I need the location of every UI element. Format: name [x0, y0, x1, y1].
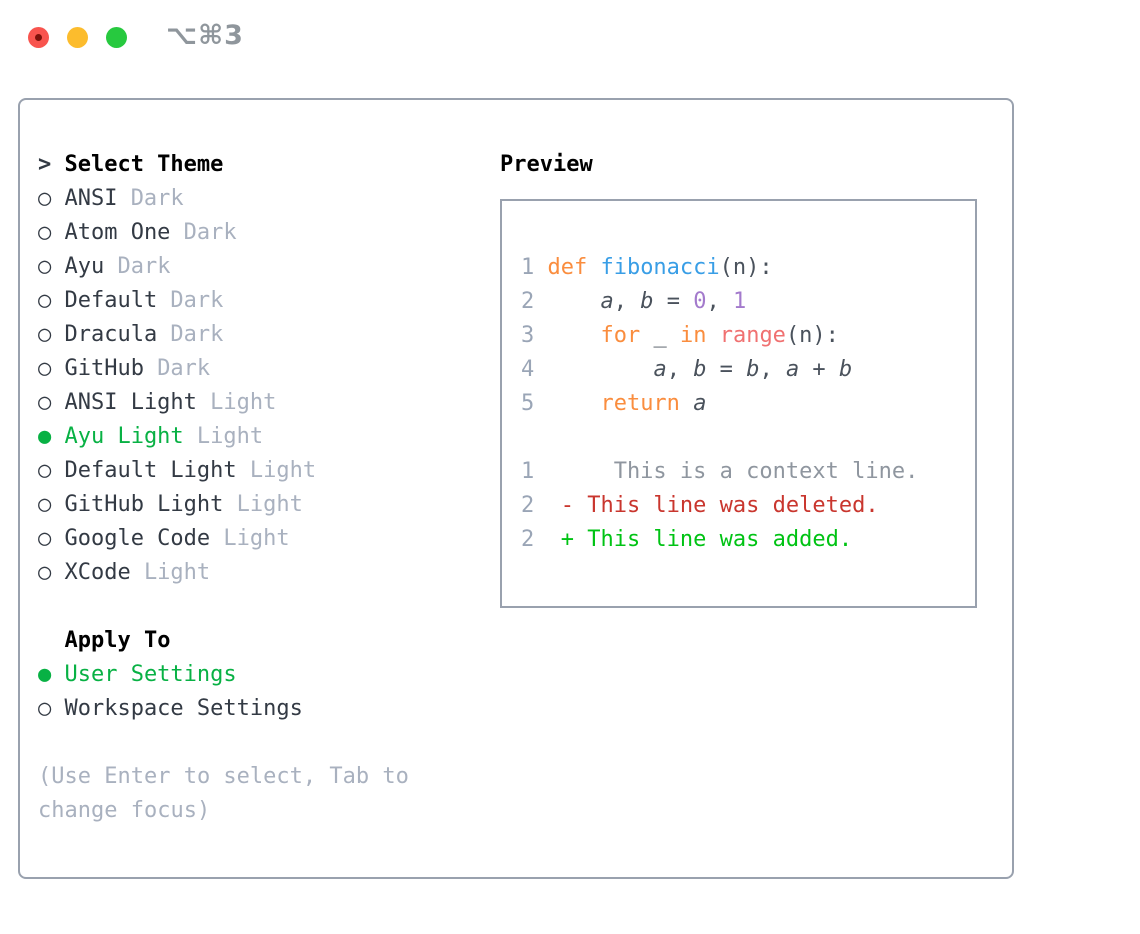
radio-unselected-icon: ○	[38, 356, 52, 381]
code-line: 3 for _ in range(n):	[521, 319, 975, 353]
theme-name: Google Code	[64, 526, 211, 551]
line-number: 2	[521, 493, 535, 518]
theme-name: GitHub	[64, 356, 144, 381]
theme-option-github-light[interactable]: ○ GitHub Light Light	[38, 488, 409, 522]
radio-selected-icon: ●	[38, 662, 52, 687]
line-number: 3	[521, 323, 535, 348]
theme-option-dracula-dark[interactable]: ○ Dracula Dark	[38, 318, 409, 352]
apply-option-user-settings[interactable]: ● User Settings	[38, 658, 409, 692]
theme-variant: Light	[143, 560, 211, 585]
apply-to-header: Apply To	[38, 624, 409, 658]
theme-option-google-code[interactable]: ○ Google Code Light	[38, 522, 409, 556]
theme-option-ayu-dark[interactable]: ○ Ayu Dark	[38, 250, 409, 284]
diff-text: This is a context line.	[547, 459, 919, 484]
theme-option-ansi-dark[interactable]: ○ ANSI Dark	[38, 182, 409, 216]
keyboard-hint-line-1: (Use Enter to select, Tab to	[38, 764, 409, 789]
line-number: 1	[521, 255, 535, 280]
code-line: 4 a, b = b, a + b	[521, 353, 975, 387]
minimize-button[interactable]	[67, 27, 88, 48]
code-text: return a	[600, 391, 707, 416]
theme-name: ANSI	[64, 186, 118, 211]
diff-context-line: 1 This is a context line.	[521, 455, 975, 489]
theme-option-ansi-light[interactable]: ○ ANSI Light Light	[38, 386, 409, 420]
theme-name: Atom One	[64, 220, 171, 245]
diff-text: + This line was added.	[547, 527, 853, 552]
radio-unselected-icon: ○	[38, 390, 52, 415]
theme-variant: Light	[236, 492, 303, 517]
code-text: for _ in range(n):	[600, 323, 839, 348]
theme-variant: Light	[196, 424, 264, 449]
spacer	[38, 590, 409, 624]
window-title: ⌥⌘3	[166, 20, 244, 51]
theme-variant: Dark	[130, 186, 184, 211]
close-button[interactable]	[28, 27, 49, 48]
prompt-caret: >	[38, 152, 52, 177]
radio-unselected-icon: ○	[38, 696, 52, 721]
radio-unselected-icon: ○	[38, 526, 52, 551]
line-number: 5	[521, 391, 535, 416]
code-line: 2 a, b = 0, 1	[521, 285, 975, 319]
theme-option-default-dark[interactable]: ○ Default Dark	[38, 284, 409, 318]
code-text: def fibonacci(n):	[547, 255, 773, 280]
spacer	[38, 726, 409, 760]
radio-unselected-icon: ○	[38, 254, 52, 279]
radio-selected-icon: ●	[38, 424, 52, 449]
theme-option-ayu-light[interactable]: ● Ayu Light Light	[38, 420, 409, 454]
radio-unselected-icon: ○	[38, 288, 52, 313]
apply-option-label: Workspace Settings	[64, 696, 303, 721]
theme-name: XCode	[64, 560, 131, 585]
theme-name: GitHub Light	[64, 492, 224, 517]
theme-variant: Dark	[170, 322, 224, 347]
theme-variant: Dark	[157, 356, 211, 381]
theme-name: Dracula	[64, 322, 158, 347]
theme-variant: Light	[223, 526, 290, 551]
line-number: 1	[521, 459, 535, 484]
code-line: 5 return a	[521, 387, 975, 421]
diff-added-line: 2 + This line was added.	[521, 523, 975, 557]
line-number: 2	[521, 289, 535, 314]
traffic-lights	[28, 27, 127, 48]
theme-variant: Light	[249, 458, 317, 483]
preview-code-box: 1 def fibonacci(n): 2 a, b = 0, 1 3 for _…	[500, 199, 977, 608]
select-theme-header: > Select Theme	[38, 148, 409, 182]
titlebar: ⌥⌘3	[0, 0, 1140, 70]
radio-unselected-icon: ○	[38, 186, 52, 211]
line-number: 4	[521, 357, 535, 382]
theme-option-xcode[interactable]: ○ XCode Light	[38, 556, 409, 590]
theme-option-atom-one-dark[interactable]: ○ Atom One Dark	[38, 216, 409, 250]
diff-deleted-line: 2 - This line was deleted.	[521, 489, 975, 523]
theme-variant: Dark	[170, 288, 224, 313]
theme-name: ANSI Light	[64, 390, 197, 415]
theme-option-default-light[interactable]: ○ Default Light Light	[38, 454, 409, 488]
preview-title: Preview	[500, 152, 593, 177]
theme-variant: Dark	[117, 254, 171, 279]
code-line: 1 def fibonacci(n):	[521, 251, 975, 285]
radio-unselected-icon: ○	[38, 322, 52, 347]
theme-name: Ayu	[64, 254, 105, 279]
zoom-button[interactable]	[106, 27, 127, 48]
line-number: 2	[521, 527, 535, 552]
apply-option-workspace-settings[interactable]: ○ Workspace Settings	[38, 692, 409, 726]
theme-variant: Dark	[183, 220, 237, 245]
radio-unselected-icon: ○	[38, 560, 52, 585]
code-text: a, b = 0, 1	[600, 289, 747, 314]
radio-unselected-icon: ○	[38, 458, 52, 483]
theme-option-github-dark[interactable]: ○ GitHub Dark	[38, 352, 409, 386]
blank-line	[521, 421, 975, 455]
theme-name: Default Light	[64, 458, 237, 483]
code-text: a, b = b, a + b	[653, 357, 853, 382]
theme-name: Default	[64, 288, 158, 313]
theme-name: Ayu Light	[64, 424, 184, 449]
apply-to-title: Apply To	[64, 628, 171, 653]
preview-section: Preview 1 def fibonacci(n): 2 a, b = 0, 1…	[500, 148, 977, 608]
theme-variant: Light	[210, 390, 277, 415]
keyboard-hint-line-2: change focus)	[38, 798, 211, 823]
apply-option-label: User Settings	[64, 662, 237, 687]
section-title: Select Theme	[64, 152, 224, 177]
radio-unselected-icon: ○	[38, 492, 52, 517]
diff-text: - This line was deleted.	[547, 493, 879, 518]
radio-unselected-icon: ○	[38, 220, 52, 245]
